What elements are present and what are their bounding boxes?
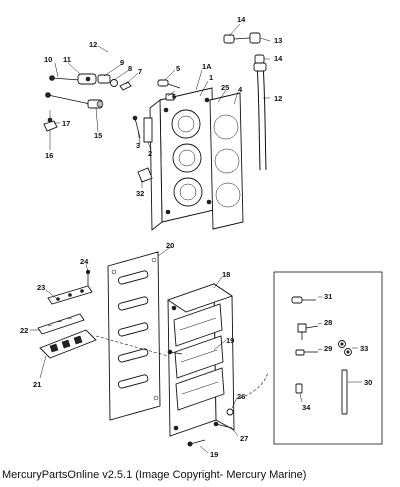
callout-1: 1 <box>209 73 213 82</box>
hose-top <box>87 38 226 54</box>
callout-32: 32 <box>136 189 144 198</box>
callout-9: 9 <box>120 58 124 67</box>
image-caption: MercuryPartsOnline v2.5.1 (Image Copyrig… <box>2 469 307 481</box>
cylinder-cover-1 <box>149 87 215 231</box>
callout-14-right: 14 <box>274 54 283 63</box>
fitting-9 <box>97 74 111 84</box>
callout-1a: 1A <box>202 62 212 71</box>
hose-vertical <box>253 62 267 171</box>
reed-block-18 <box>166 283 235 437</box>
assembly-line <box>95 335 169 357</box>
callout-7: 7 <box>138 67 142 76</box>
callout-33: 33 <box>360 344 368 353</box>
reed-gasket-20 <box>107 251 161 421</box>
callout-2: 2 <box>148 149 152 158</box>
fittings-5-6 <box>157 79 181 101</box>
leader-lines-inset <box>299 296 362 403</box>
callout-22: 22 <box>20 326 28 335</box>
callout-16: 16 <box>45 151 53 160</box>
callout-8: 8 <box>128 64 132 73</box>
reed-strip-22 <box>37 313 85 335</box>
clip-16-17 <box>43 110 58 132</box>
callout-14-top: 14 <box>237 15 246 24</box>
washer-26 <box>226 408 234 416</box>
screw-24 <box>85 269 91 286</box>
elbow-fitting-top <box>223 32 265 64</box>
callout-4: 4 <box>238 85 243 94</box>
screw-27 <box>213 421 233 429</box>
fitting-8 <box>110 79 118 87</box>
callout-19-bottom: 19 <box>210 450 218 459</box>
callout-19-mid: 19 <box>226 336 234 345</box>
reed-plate-21 <box>39 329 97 359</box>
callout-21: 21 <box>33 380 41 389</box>
callout-25: 25 <box>221 83 229 92</box>
leader-lines-upper <box>49 23 271 188</box>
callout-27: 27 <box>240 434 248 443</box>
parts-diagram: 14 13 12 14 10 11 9 8 7 5 1A 6 1 25 4 12… <box>20 15 383 459</box>
callout-23: 23 <box>37 283 45 292</box>
callout-10: 10 <box>44 55 52 64</box>
callout-5: 5 <box>176 64 180 73</box>
bracket-2-3 <box>132 115 153 143</box>
fitting-31 <box>291 296 316 304</box>
callout-13: 13 <box>274 36 282 45</box>
callout-30: 30 <box>364 378 372 387</box>
screw-10 <box>49 75 81 81</box>
screw-15 <box>45 92 104 109</box>
clamp-33 <box>338 340 352 356</box>
callout-17: 17 <box>62 119 70 128</box>
leader-lines-lower <box>30 245 239 454</box>
callout-11: 11 <box>63 55 71 64</box>
callout-12-right: 12 <box>274 94 282 103</box>
fitting-11 <box>77 73 97 85</box>
gasket-4 <box>209 92 244 230</box>
callout-31: 31 <box>324 292 332 301</box>
callout-26: 26 <box>237 392 245 401</box>
callout-24: 24 <box>80 257 89 266</box>
fitting-29 <box>295 349 318 356</box>
elbow-7 <box>119 81 132 91</box>
reed-stop-23 <box>47 285 93 305</box>
callout-18: 18 <box>222 270 230 279</box>
bolt-19a <box>167 349 183 355</box>
fitting-28 <box>297 323 319 340</box>
callout-3: 3 <box>136 141 140 150</box>
callout-6: 6 <box>172 92 176 101</box>
callout-29: 29 <box>324 344 332 353</box>
callout-34: 34 <box>302 403 311 412</box>
plug-34 <box>295 383 303 394</box>
callout-20: 20 <box>166 241 174 250</box>
clamp-32 <box>137 167 153 183</box>
inset-box <box>273 271 383 445</box>
bolt-19b <box>187 439 206 447</box>
assembly-line-2 <box>239 371 269 399</box>
callout-12-top: 12 <box>89 40 97 49</box>
callout-28: 28 <box>324 318 332 327</box>
callout-15: 15 <box>94 131 102 140</box>
hose-30 <box>341 369 348 415</box>
